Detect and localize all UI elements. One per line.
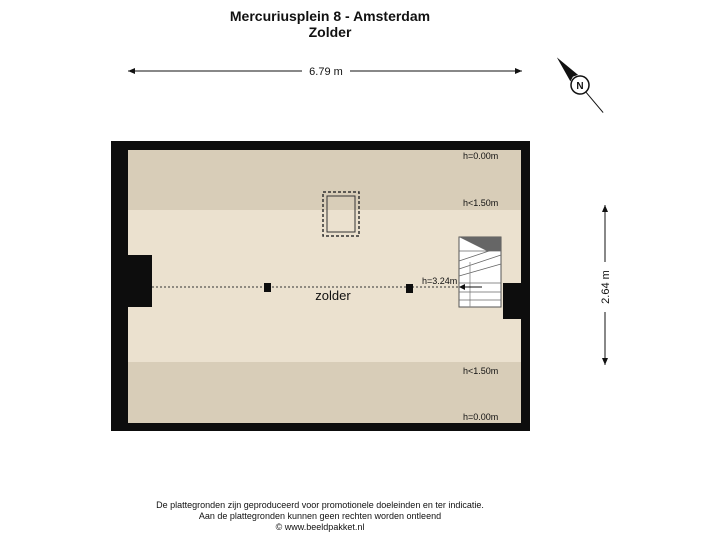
address-title: Mercuriusplein 8 - Amsterdam [229,8,431,24]
height-label-bottom-edge: h=0.00m [463,412,498,422]
width-label: 6.79 m [309,66,343,78]
roof-post [264,283,271,292]
width-dimension: 6.79 m [128,63,522,78]
low-headroom-zone-bottom [128,362,521,423]
roof-post [406,284,413,293]
disclaimer-line-1: De plattegronden zijn geproduceerd voor … [156,500,484,510]
floor-title: Zolder [308,24,352,40]
compass-label: N [576,81,583,92]
height-label-top-edge: h=0.00m [463,151,498,161]
compass-north-icon: N [556,57,604,113]
staircase [458,236,502,308]
room-label: zolder [315,288,351,303]
right-wall-projection [503,283,522,319]
copyright-link[interactable]: © www.beeldpakket.nl [275,522,365,532]
low-headroom-zone-top [128,150,521,210]
height-label-ridge: h=3.24m [422,276,457,286]
floor-area [128,210,521,362]
depth-label: 2.64 m [600,270,612,304]
height-label-bottom-slope: h<1.50m [463,366,498,376]
disclaimer-line-2: Aan de plattegronden kunnen geen rechten… [198,511,442,521]
height-label-top-slope: h<1.50m [463,198,498,208]
depth-dimension: 2.64 m [597,205,613,365]
skylight [322,191,360,237]
left-wall-projection [124,255,152,307]
